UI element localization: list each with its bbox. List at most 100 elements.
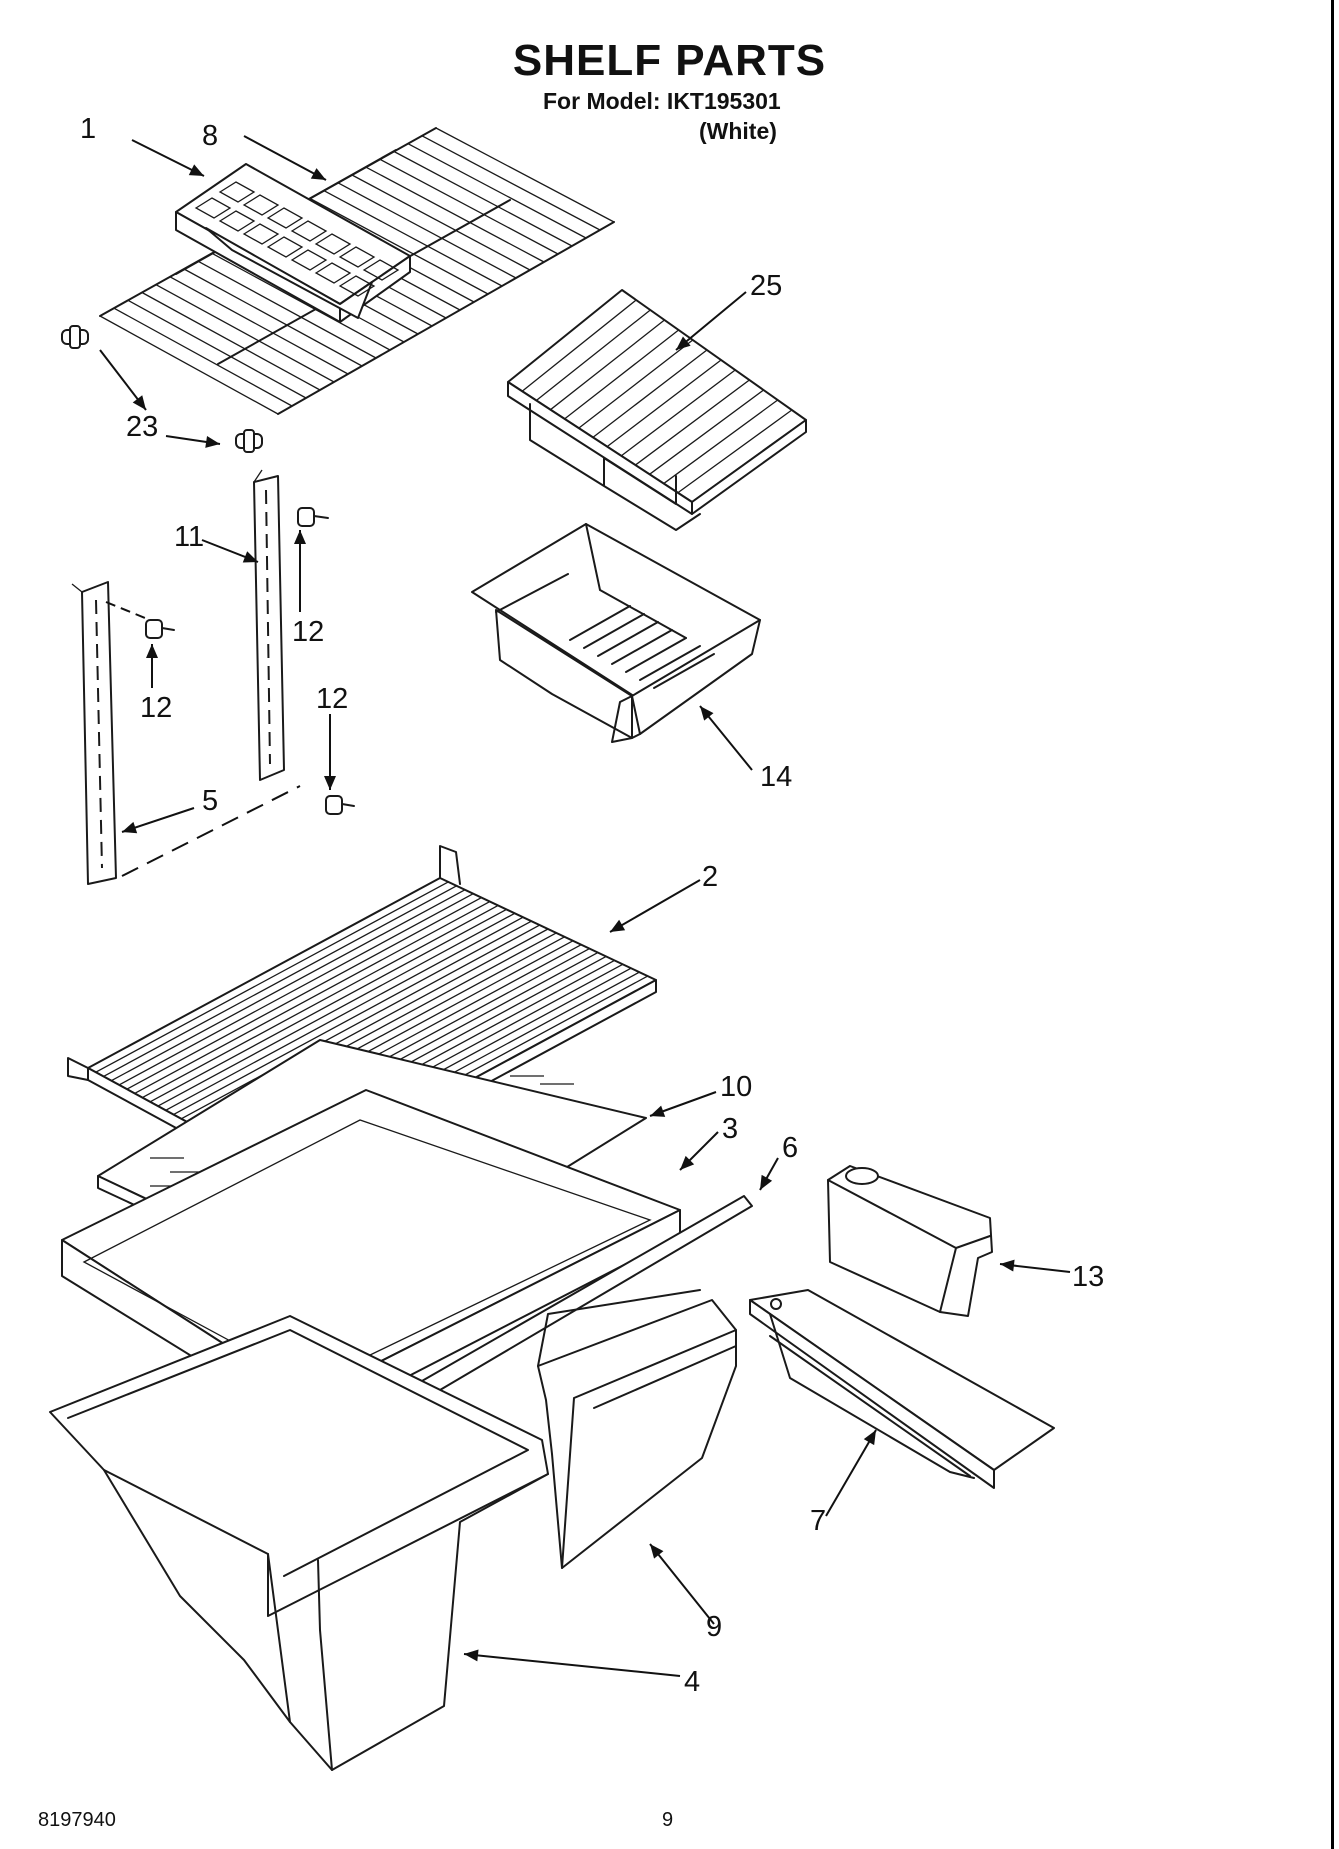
wire-rung <box>379 158 559 255</box>
wire-rung <box>365 166 545 263</box>
leader-line <box>649 1543 715 1625</box>
freezer-shelf-grille <box>507 289 807 531</box>
wire-rung <box>351 174 531 271</box>
leader-arrowhead <box>680 1155 695 1170</box>
wire-rung <box>169 276 349 375</box>
leader-arrowhead <box>863 1430 876 1446</box>
leader-arrowhead <box>1000 1259 1015 1272</box>
model-variant: (White) <box>699 118 777 144</box>
wire-rung <box>127 299 307 399</box>
tray-cell <box>242 223 280 245</box>
leader-line <box>609 879 701 933</box>
callout-13: 13 <box>1072 1261 1105 1293</box>
tray-cell <box>338 246 376 268</box>
leader-arrowhead <box>122 821 138 834</box>
shelf-slat <box>103 885 457 1078</box>
wire-rung <box>407 143 587 239</box>
leader-arrowhead <box>294 530 306 544</box>
grille-slat <box>649 389 764 475</box>
callout-8: 8 <box>202 120 219 152</box>
wire-rung <box>155 284 335 383</box>
wire-rung <box>183 268 363 367</box>
tray-cell <box>338 275 376 297</box>
basket-rib <box>611 629 673 665</box>
basket-rib <box>569 605 631 641</box>
shelf-peg-right <box>235 429 263 453</box>
shelf-support-rail-long <box>71 581 301 885</box>
grille-slat <box>606 359 722 448</box>
shelf-slat <box>165 916 524 1111</box>
leader-arrowhead <box>676 336 691 350</box>
grille-slat <box>535 309 651 401</box>
leader-arrowhead <box>146 644 158 658</box>
callout-12-upper: 12 <box>292 616 325 648</box>
basket-rib <box>597 621 659 657</box>
leader-arrowhead <box>242 551 258 563</box>
callout-2: 2 <box>702 861 719 893</box>
tray-cell <box>266 236 304 258</box>
wire-rung <box>309 197 489 295</box>
document-number: 8197940 <box>38 1809 116 1831</box>
tray-cell <box>290 220 328 242</box>
crisper-humidity-control <box>749 1289 1055 1489</box>
shelf-slat <box>126 897 482 1090</box>
grille-slat <box>578 339 694 429</box>
shelf-slat <box>95 881 449 1073</box>
tray-cell <box>314 262 352 284</box>
shelf-slat <box>134 900 491 1094</box>
callout-4: 4 <box>684 1666 701 1698</box>
model-number: For Model: IKT195301 <box>543 88 781 114</box>
callout-10: 10 <box>720 1071 753 1103</box>
tray-cell <box>290 249 328 271</box>
leader-arrowhead <box>205 436 220 448</box>
callout-12-left: 12 <box>140 692 173 724</box>
callout-5: 5 <box>202 785 219 817</box>
shelf-slat <box>180 924 541 1120</box>
shelf-slat <box>118 893 474 1086</box>
tray-cell <box>218 181 256 203</box>
leader-arrowhead <box>132 395 146 410</box>
wire-rung <box>393 150 573 247</box>
grille-slat <box>620 369 736 457</box>
tray-cell <box>314 233 352 255</box>
utility-bin <box>827 1165 993 1317</box>
wire-rung <box>211 252 391 351</box>
grille-slat <box>677 409 793 494</box>
callout-14: 14 <box>760 761 793 793</box>
leader-arrowhead <box>610 919 626 932</box>
grille-slat <box>550 319 665 411</box>
grille-slat <box>564 329 680 420</box>
sheet-edge <box>1331 0 1334 1849</box>
callout-23: 23 <box>126 411 159 443</box>
basket-rib <box>639 645 701 681</box>
basket-rib <box>653 653 715 689</box>
grille-slat <box>592 349 708 438</box>
tray-cell <box>194 197 232 219</box>
ice-cube-tray <box>175 163 411 323</box>
basket-rib <box>625 637 687 673</box>
callout-1: 1 <box>80 113 97 145</box>
tray-cell <box>362 259 400 281</box>
leader-line <box>243 135 327 181</box>
leader-arrowhead <box>324 776 336 790</box>
crisper-drawer-small <box>537 1289 737 1569</box>
leader-arrowhead <box>650 1544 664 1559</box>
shelf-slat <box>157 912 516 1107</box>
tray-cell <box>242 194 280 216</box>
grille-slat <box>634 379 750 466</box>
leader-arrowhead <box>310 168 326 180</box>
leader-arrowhead <box>650 1105 666 1117</box>
wire-rung <box>197 260 377 359</box>
wire-rung <box>113 307 293 407</box>
wire-rung <box>337 182 517 279</box>
wire-rung <box>421 135 601 231</box>
tray-cell <box>218 210 256 232</box>
grille-slat <box>521 299 637 392</box>
leader-arrowhead <box>760 1174 773 1190</box>
shelf-slat <box>110 889 466 1082</box>
leader-arrowhead <box>700 706 714 721</box>
tray-cell <box>266 207 304 229</box>
shelf-support-rail-short <box>253 469 285 781</box>
leader-line <box>825 1429 877 1517</box>
